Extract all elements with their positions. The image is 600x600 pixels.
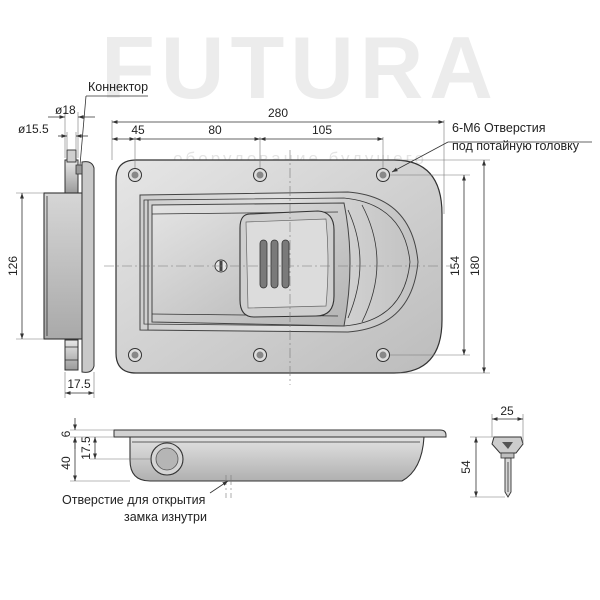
mounting-hole-icon (376, 168, 390, 182)
grip-slot (281, 239, 290, 289)
dim-40: 40 (59, 456, 73, 470)
connector-label: Коннектор (88, 80, 148, 94)
bottom-body (129, 436, 425, 482)
dim-180: 180 (468, 256, 482, 276)
holes-label-line1: 6-М6 Отверстия (452, 121, 546, 135)
mounting-hole-icon (376, 348, 390, 362)
dim-45: 45 (131, 123, 145, 137)
side-flange (81, 161, 95, 373)
dim-d18: ø18 (55, 103, 76, 117)
bottom-flange (113, 429, 447, 438)
opening-label-line2: замка изнутри (124, 510, 207, 524)
grip-slot (259, 239, 268, 289)
connector-tab (75, 164, 83, 175)
dim-d15-5: ø15.5 (18, 122, 49, 136)
dim-key-54: 54 (459, 460, 473, 474)
mounting-hole-icon (253, 348, 267, 362)
dim-17-5-bottom: 17.5 (79, 436, 93, 460)
holes-label-line2: под потайную головку (452, 139, 580, 153)
grip-slot (270, 239, 279, 289)
dim-105: 105 (312, 123, 332, 137)
dim-80: 80 (208, 123, 222, 137)
bottom-view (113, 429, 447, 498)
dim-17-5-side: 17.5 (67, 377, 91, 391)
watermark-brand: FUTURA (101, 18, 499, 117)
mounting-hole-icon (128, 168, 142, 182)
bolt-bottom (64, 339, 79, 371)
dim-key-25: 25 (500, 404, 514, 418)
mounting-hole-icon (128, 348, 142, 362)
opening-label-line1: Отверстие для открытия (62, 493, 205, 507)
release-hole-icon (150, 442, 184, 476)
dim-280: 280 (268, 106, 288, 120)
bottom-dimension-lines (70, 414, 524, 498)
side-view (43, 149, 95, 373)
key-icon (491, 436, 524, 498)
mounting-hole-icon (253, 168, 267, 182)
dimension-lines (16, 95, 592, 398)
dim-6: 6 (59, 430, 73, 437)
dim-126: 126 (6, 256, 20, 276)
front-view (104, 150, 452, 385)
dim-154: 154 (448, 256, 462, 276)
side-housing (43, 192, 83, 340)
